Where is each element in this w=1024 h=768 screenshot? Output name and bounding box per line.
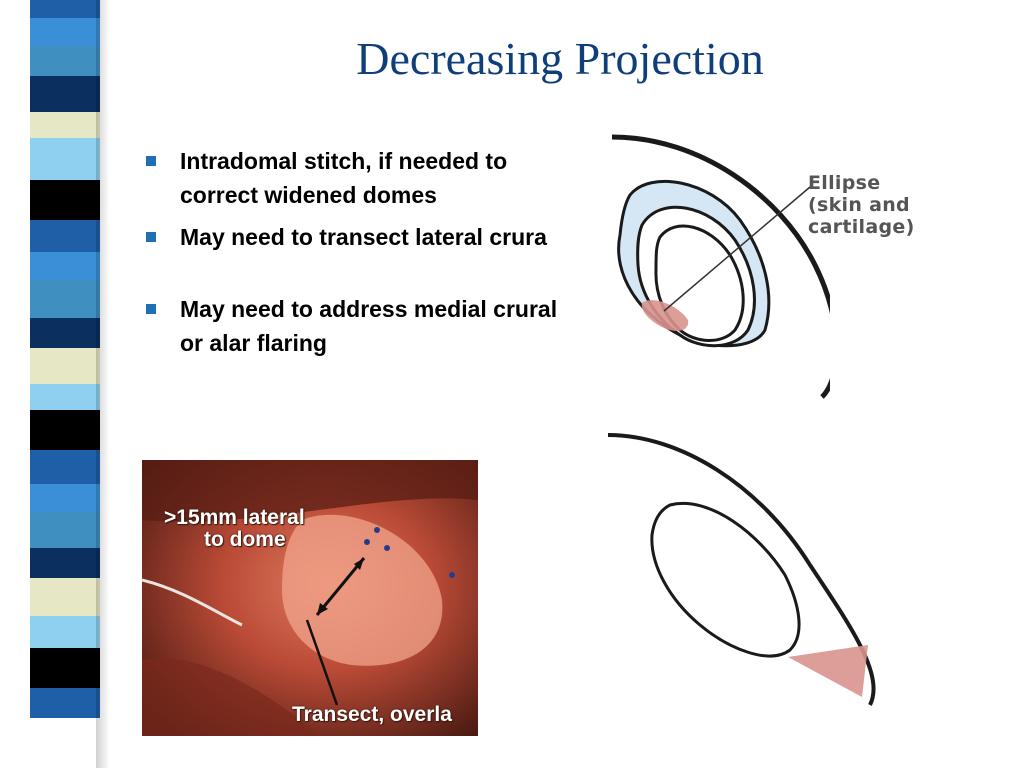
bullet-text: May need to transect lateral crura [180, 224, 547, 250]
stripe-block [30, 348, 100, 384]
stripe-block [30, 616, 100, 648]
stripe-block [30, 410, 100, 450]
dome-result-diagram [607, 433, 876, 706]
bullet-text: Intradomal stitch, if needed to correct … [180, 148, 508, 208]
nostril-outline [650, 502, 801, 658]
photo-label-transect: Transect, overla [292, 703, 452, 726]
label-leader-line [663, 186, 811, 312]
stripe-block [30, 220, 100, 252]
bullet-list: Intradomal stitch, if needed to correct … [140, 144, 560, 360]
skin-outline [611, 134, 830, 399]
bullet-item: May need to address medial crural or ala… [140, 292, 560, 360]
stripe-block [30, 138, 100, 180]
dome-ellipse-diagram [611, 134, 830, 399]
stripe-block [30, 112, 100, 138]
stripe-block [30, 280, 100, 318]
stripe-block [30, 384, 100, 410]
stripe-block [30, 252, 100, 280]
stripe-block [30, 648, 100, 688]
stripe-block [30, 450, 100, 484]
photo-label-line: to dome [204, 528, 286, 551]
photo-label-line: >15mm lateral [164, 506, 305, 529]
stripe-block [30, 512, 100, 548]
excision-ellipse [641, 300, 689, 331]
square-bullet-icon [146, 232, 156, 242]
bullet-item: Intradomal stitch, if needed to correct … [140, 144, 560, 212]
ellipse-label: Ellipse (skin and cartilage) [808, 172, 915, 238]
stripe-block [30, 318, 100, 348]
stripe-block [30, 484, 100, 512]
stripe-block [30, 18, 100, 46]
bullet-text: May need to address medial crural or ala… [180, 296, 558, 356]
bullet-item: May need to transect lateral crura [140, 220, 560, 254]
square-bullet-icon [146, 156, 156, 166]
slide-title: Decreasing Projection [356, 33, 764, 84]
ellipse-label-line: (skin and [808, 194, 910, 216]
stripe-shadow [96, 0, 110, 768]
ellipse-label-line: Ellipse [808, 172, 881, 194]
stripe-block [30, 46, 100, 76]
decorative-stripe [30, 0, 100, 768]
photo-label-lateral: >15mm lateral to dome [164, 507, 305, 551]
stripe-block [30, 688, 100, 718]
stripe-block [30, 76, 100, 112]
excised-wedge [788, 645, 868, 697]
surgical-photo [142, 460, 478, 736]
stripe-block [30, 180, 100, 220]
ellipse-label-line: cartilage) [808, 216, 915, 238]
stripe-block [30, 0, 100, 18]
surgical-photo-image [142, 460, 478, 736]
skin-outline [607, 433, 876, 706]
stripe-block [30, 578, 100, 616]
stripe-block [30, 548, 100, 578]
square-bullet-icon [146, 304, 156, 314]
